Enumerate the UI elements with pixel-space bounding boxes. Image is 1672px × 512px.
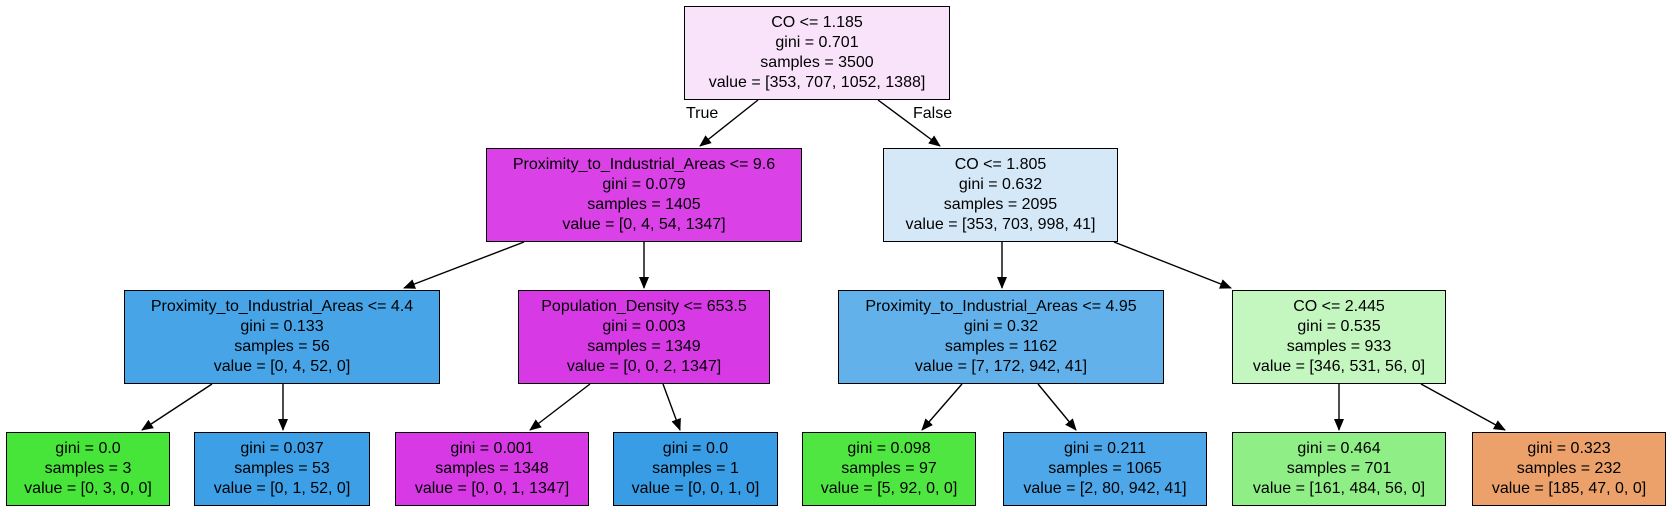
edge-label-true: True xyxy=(686,105,719,122)
node-line: samples = 1 xyxy=(652,460,739,477)
node-line: value = [185, 47, 0, 0] xyxy=(1491,480,1647,497)
node-line: samples = 701 xyxy=(1286,460,1392,477)
tree-edge-n4-n10 xyxy=(662,383,681,431)
node-line: gini = 0.323 xyxy=(1527,440,1611,457)
tree-node-n8: gini = 0.037 samples = 53 value = [0, 1, 5… xyxy=(194,432,370,506)
node-line: Proximity_to_Industrial_Areas <= 4.4 xyxy=(150,298,414,315)
node-line: samples = 1348 xyxy=(435,460,549,477)
tree-edge-n0-n1 xyxy=(699,99,759,147)
tree-node-n4: Population_Density <= 653.5 gini = 0.003 s… xyxy=(518,290,770,384)
node-line: value = [2, 80, 942, 41] xyxy=(1023,480,1187,497)
node-line: CO <= 1.185 xyxy=(771,14,863,31)
tree-node-n13: gini = 0.464 samples = 701 value = [161, 4… xyxy=(1232,432,1446,506)
node-line: samples = 97 xyxy=(841,460,937,477)
tree-node-n0: CO <= 1.185 gini = 0.701 samples = 3500 val… xyxy=(684,6,950,100)
node-line: gini = 0.464 xyxy=(1297,440,1381,457)
node-line: gini = 0.211 xyxy=(1064,440,1146,457)
tree-node-n6: CO <= 2.445 gini = 0.535 samples = 933 valu… xyxy=(1232,290,1446,384)
tree-edge-n5-n11 xyxy=(921,383,963,431)
tree-edge-n0-n2 xyxy=(877,99,941,147)
tree-edge-n5-n12 xyxy=(1037,383,1077,431)
node-line: gini = 0.003 xyxy=(602,318,686,335)
tree-edge-n1-n3 xyxy=(403,241,525,289)
node-line: samples = 3 xyxy=(44,460,132,477)
node-line: samples = 933 xyxy=(1286,338,1392,355)
tree-edge-n6-n14 xyxy=(1420,383,1506,431)
node-line: samples = 1065 xyxy=(1048,460,1162,477)
tree-edge-n4-n9 xyxy=(529,383,591,431)
node-line: Population_Density <= 653.5 xyxy=(541,298,747,315)
node-line: gini = 0.098 xyxy=(847,440,931,457)
node-line: value = [346, 531, 56, 0] xyxy=(1252,358,1426,375)
tree-node-n1: Proximity_to_Industrial_Areas <= 9.6 gini… xyxy=(486,148,802,242)
node-line: samples = 1162 xyxy=(944,338,1058,355)
node-line: gini = 0.0 xyxy=(662,440,729,457)
node-line: Proximity_to_Industrial_Areas <= 4.95 xyxy=(865,298,1137,315)
node-line: gini = 0.079 xyxy=(602,176,686,193)
node-line: value = [0, 0, 2, 1347] xyxy=(566,358,722,375)
tree-node-n10: gini = 0.0 samples = 1 value = [0, 0, 1, 0… xyxy=(613,432,778,506)
tree-node-n7: gini = 0.0 samples = 3 value = [0, 3, 0, 0… xyxy=(6,432,170,506)
tree-node-n3: Proximity_to_Industrial_Areas <= 4.4 gini… xyxy=(124,290,440,384)
tree-edges xyxy=(141,99,1506,431)
node-line: value = [0, 0, 1, 1347] xyxy=(414,480,570,497)
node-line: samples = 232 xyxy=(1516,460,1622,477)
node-line: value = [0, 1, 52, 0] xyxy=(213,480,351,497)
tree-node-n2: CO <= 1.805 gini = 0.632 samples = 2095 val… xyxy=(883,148,1118,242)
node-line: value = [353, 703, 998, 41] xyxy=(905,216,1096,233)
node-line: value = [0, 4, 52, 0] xyxy=(213,358,351,375)
node-line: value = [161, 484, 56, 0] xyxy=(1252,480,1426,497)
tree-edge-n2-n6 xyxy=(1113,241,1232,289)
node-line: value = [0, 3, 0, 0] xyxy=(24,480,152,497)
tree-node-n12: gini = 0.211 samples = 1065 value = [2, 80… xyxy=(1003,432,1207,506)
node-line: value = [0, 4, 54, 1347] xyxy=(562,216,726,233)
node-line: gini = 0.535 xyxy=(1297,318,1381,335)
node-line: samples = 53 xyxy=(234,460,330,477)
node-line: CO <= 2.445 xyxy=(1293,298,1385,315)
node-line: samples = 3500 xyxy=(760,54,874,71)
tree-edge-n3-n7 xyxy=(141,383,213,431)
tree-node-n9: gini = 0.001 samples = 1348 value = [0, 0,… xyxy=(395,432,589,506)
node-line: value = [7, 172, 942, 41] xyxy=(914,358,1088,375)
node-line: samples = 2095 xyxy=(943,196,1058,213)
node-line: samples = 56 xyxy=(234,338,330,355)
node-line: gini = 0.632 xyxy=(958,176,1043,193)
edge-label-false: False xyxy=(913,105,953,122)
tree-node-n14: gini = 0.323 samples = 232 value = [185, 4… xyxy=(1472,432,1666,506)
node-line: CO <= 1.805 xyxy=(954,156,1047,173)
node-line: samples = 1405 xyxy=(587,196,701,213)
node-line: value = [0, 0, 1, 0] xyxy=(631,480,760,497)
node-line: Proximity_to_Industrial_Areas <= 9.6 xyxy=(512,156,776,173)
node-line: value = [5, 92, 0, 0] xyxy=(820,480,958,497)
node-line: gini = 0.001 xyxy=(450,440,534,457)
node-line: gini = 0.037 xyxy=(240,440,324,457)
node-line: value = [353, 707, 1052, 1388] xyxy=(708,74,926,91)
node-line: gini = 0.133 xyxy=(240,318,324,335)
tree-node-n11: gini = 0.098 samples = 97 value = [5, 92, … xyxy=(802,432,976,506)
tree-node-n5: Proximity_to_Industrial_Areas <= 4.95 gin… xyxy=(838,290,1164,384)
node-line: gini = 0.0 xyxy=(55,440,121,457)
node-line: gini = 0.32 xyxy=(963,318,1039,335)
node-line: gini = 0.701 xyxy=(775,34,859,51)
node-line: samples = 1349 xyxy=(587,338,701,355)
